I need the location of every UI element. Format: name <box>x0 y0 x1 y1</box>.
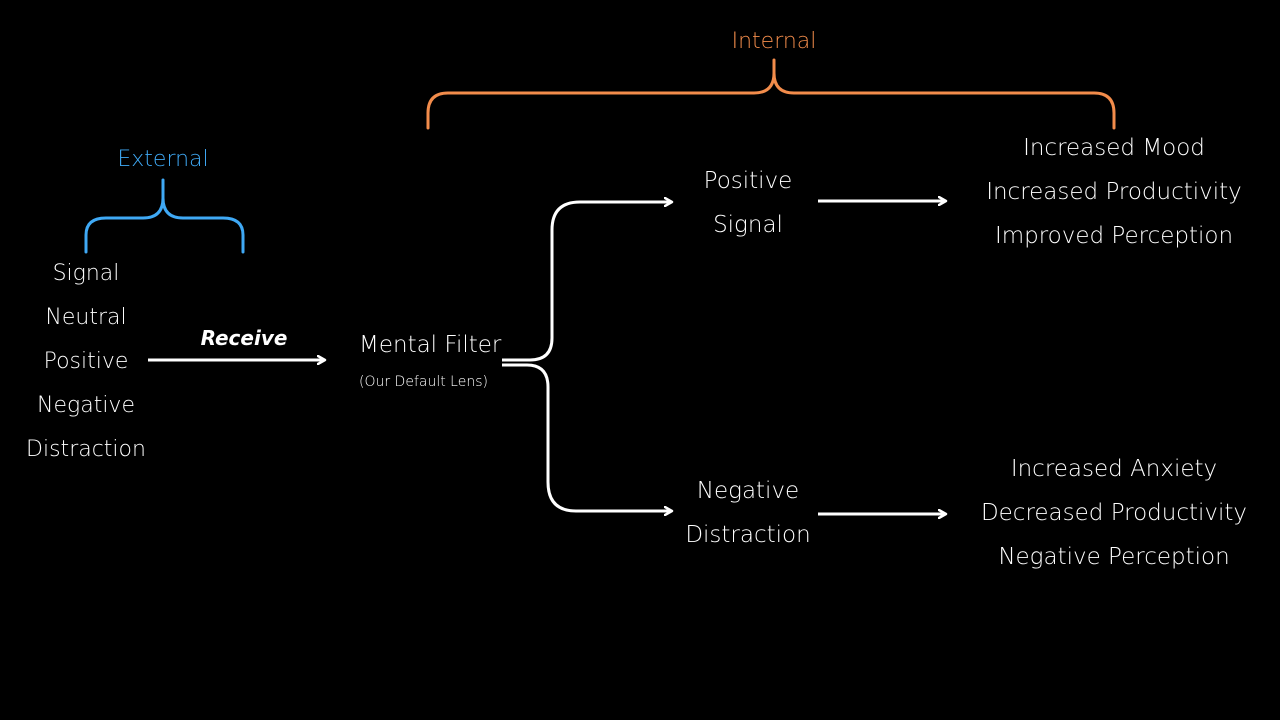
list-item: Increased Anxiety <box>1010 456 1218 482</box>
fork-to-positive <box>502 202 672 362</box>
list-item: Signal <box>52 261 120 286</box>
list-item: Negative Perception <box>998 544 1230 570</box>
internal-title: Internal <box>731 29 817 54</box>
positive-label-line: Positive <box>703 168 793 194</box>
external-signal-list: Signal Neutral Positive Negative Distrac… <box>26 252 146 472</box>
positive-label-line: Signal <box>713 212 783 238</box>
receive-label: Receive <box>200 326 288 350</box>
negative-label-line: Distraction <box>685 522 811 548</box>
internal-brace <box>426 58 1116 130</box>
list-item: Improved Perception <box>994 223 1234 249</box>
negative-distraction-label: Negative Distraction <box>685 469 810 557</box>
negative-outcomes: Increased Anxiety Decreased Productivity… <box>981 447 1247 579</box>
list-item: Negative <box>37 393 135 418</box>
external-title: External <box>117 147 209 172</box>
fork-to-negative <box>502 363 672 511</box>
positive-signal-label: Positive Signal <box>704 159 793 247</box>
list-item: Positive <box>43 349 129 374</box>
mental-filter-title: Mental Filter <box>359 332 502 358</box>
list-item: Increased Productivity <box>986 179 1242 205</box>
list-item: Neutral <box>45 305 127 330</box>
external-brace <box>84 178 245 254</box>
list-item: Distraction <box>26 437 146 462</box>
list-item: Increased Mood <box>1023 135 1205 161</box>
list-item: Decreased Productivity <box>980 500 1248 526</box>
positive-outcomes: Increased Mood Increased Productivity Im… <box>986 126 1242 258</box>
negative-label-line: Negative <box>696 478 800 504</box>
mental-filter-subtitle: (Our Default Lens) <box>359 374 488 390</box>
